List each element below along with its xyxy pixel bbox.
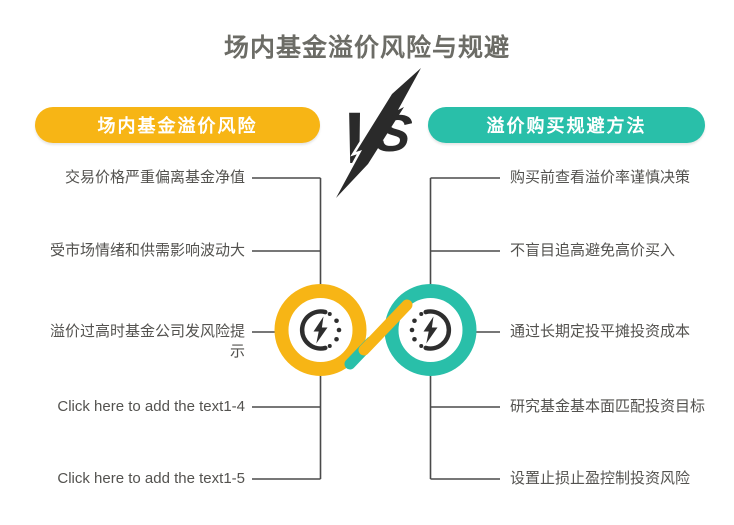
vs-letter-s: S <box>372 105 415 163</box>
rings-slash-decoration <box>344 299 413 370</box>
right-header-label: 溢价购买规避方法 <box>486 116 647 136</box>
left-header-pill: 场内基金溢价风险 <box>35 107 320 143</box>
list-item-left-5-placeholder[interactable]: Click here to add the text1-5 <box>57 470 245 487</box>
list-item-right-1: 购买前查看溢价率谨慎决策 <box>510 169 691 186</box>
lightning-gauge-icon <box>409 309 452 351</box>
list-item-left-1: 交易价格严重偏离基金净值 <box>64 169 245 186</box>
list-item-right-2: 不盲目追高避免高价买入 <box>510 242 676 259</box>
list-item-right-3: 通过长期定投平摊投资成本 <box>510 323 691 340</box>
list-item-left-4-placeholder[interactable]: Click here to add the text1-4 <box>57 398 245 415</box>
vs-slash-icon <box>333 66 424 200</box>
list-item-left-2: 受市场情绪和供需影响波动大 <box>49 242 245 259</box>
list-item-right-5: 设置止损止盈控制投资风险 <box>510 470 691 487</box>
page-title: 场内基金溢价风险与规避 <box>223 34 510 62</box>
left-header-label: 场内基金溢价风险 <box>97 116 258 136</box>
list-item-left-3: 溢价过高时基金公司发风险提示 <box>49 323 245 360</box>
lightning-gauge-icon <box>299 309 342 351</box>
vs-badge: V S <box>333 66 424 200</box>
list-item-right-4: 研究基金基本面匹配投资目标 <box>510 398 706 415</box>
right-header-pill: 溢价购买规避方法 <box>428 107 705 143</box>
